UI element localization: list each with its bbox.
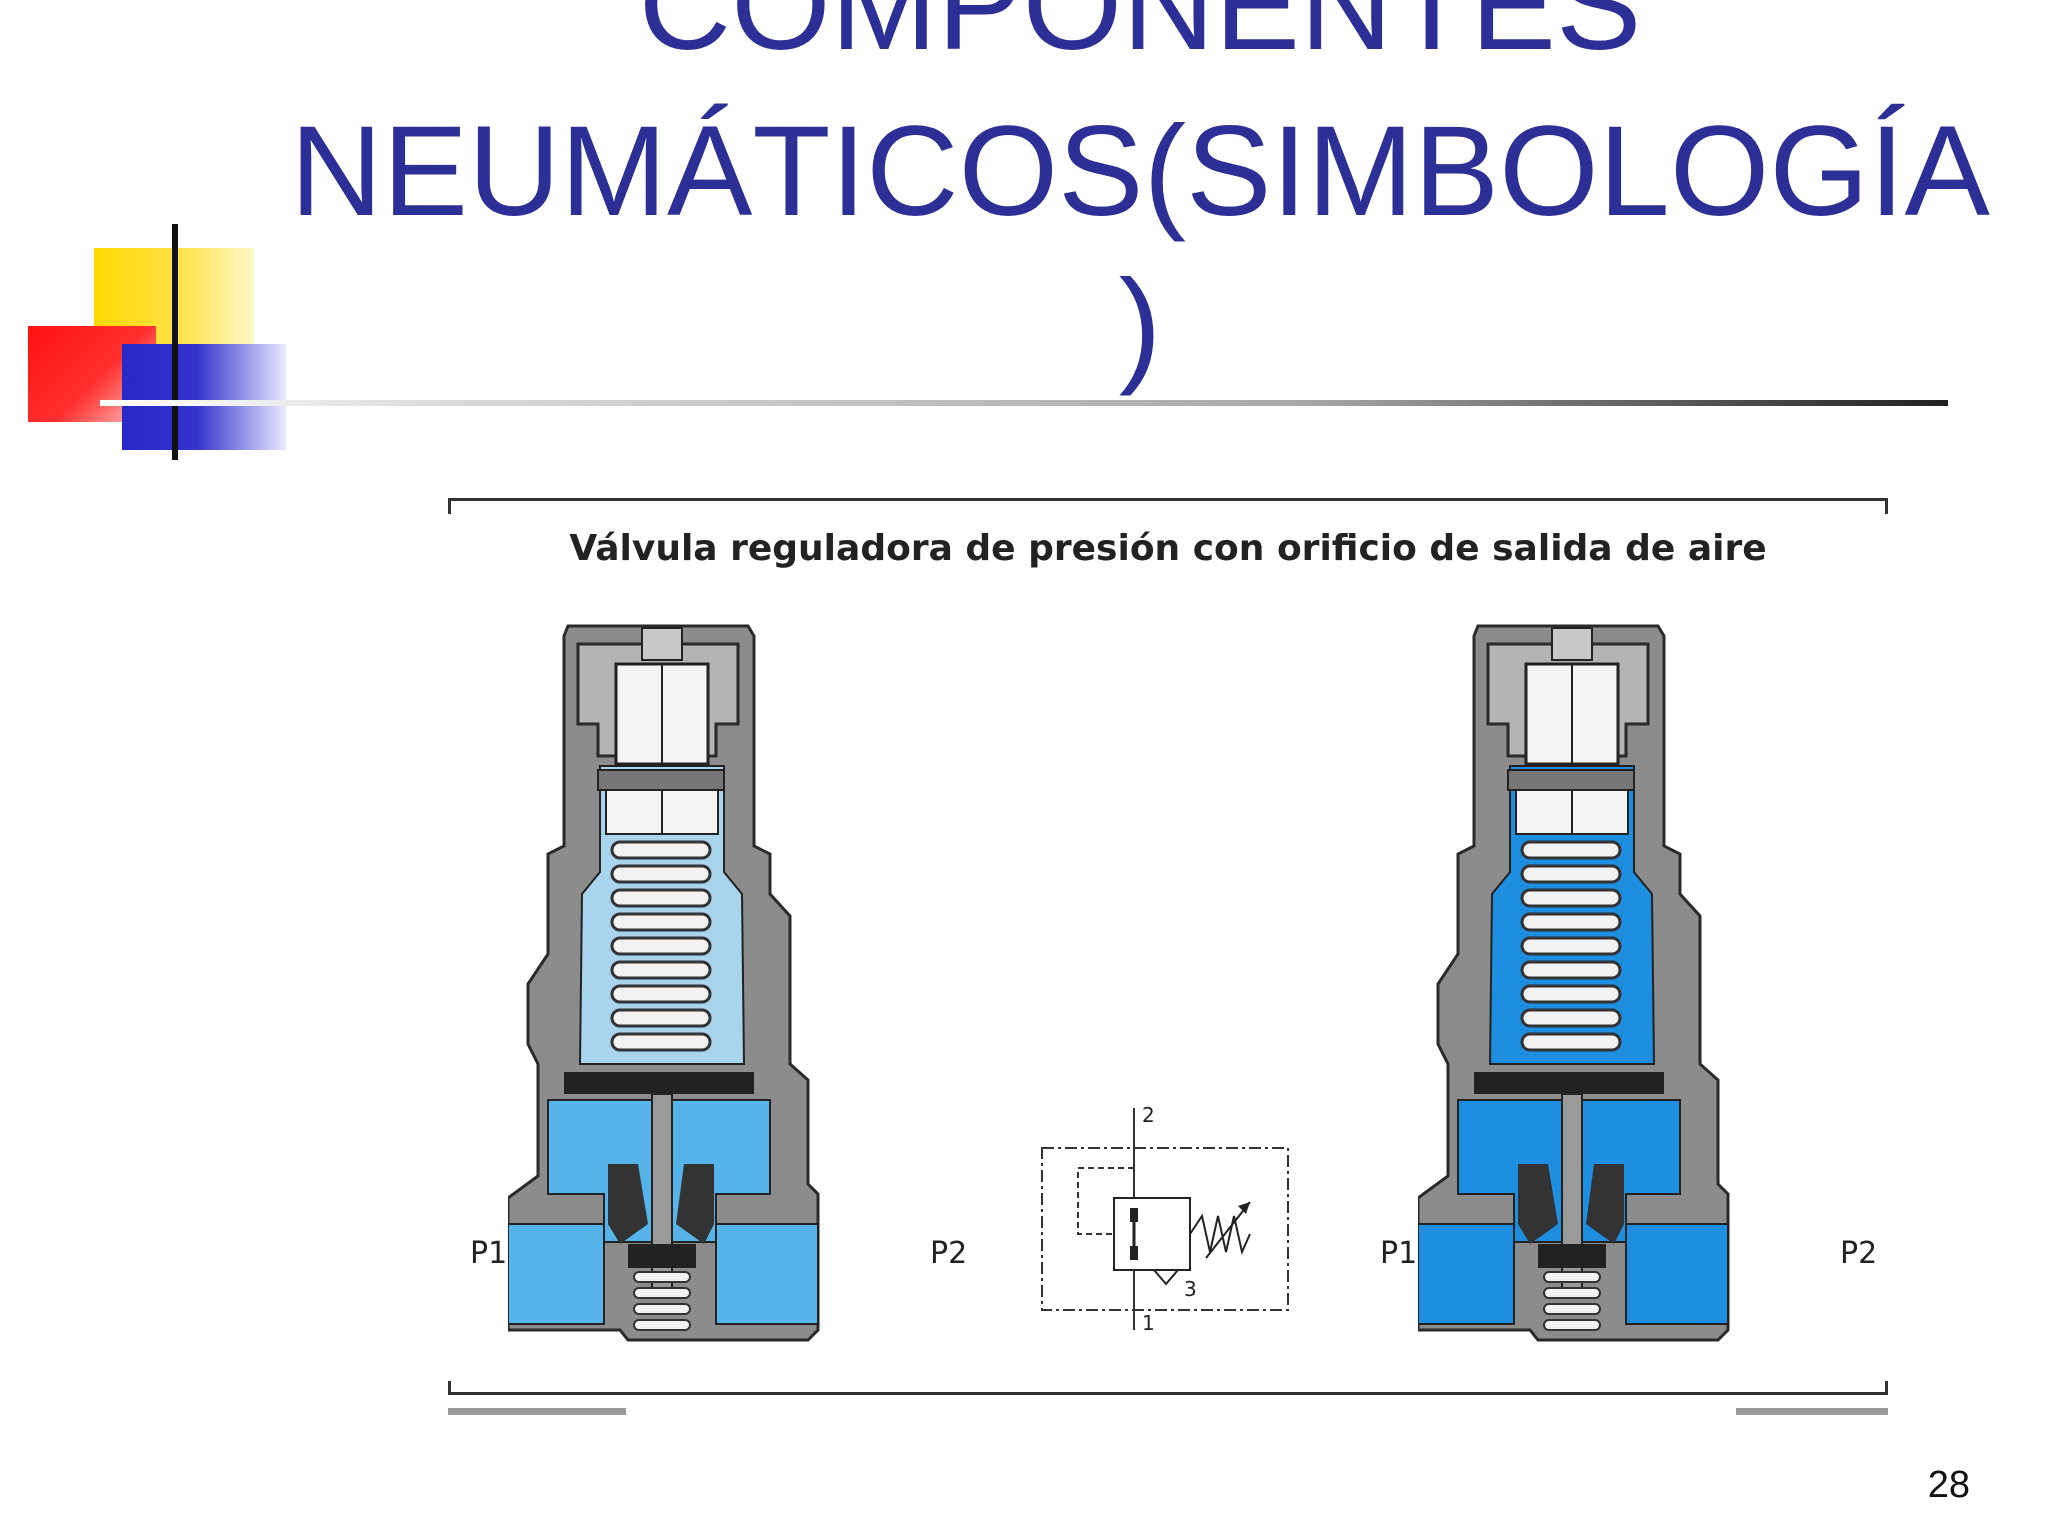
pressure-regulator-symbol: 2 1 3 (1041, 1103, 1289, 1335)
port-label-p2-right: P2 (1840, 1236, 1878, 1271)
pressure-valve-left (508, 624, 820, 1342)
return-spring (633, 1271, 691, 1331)
port-label-1: 1 (1142, 1311, 1155, 1335)
blue-square (122, 344, 286, 450)
figure-bottom-accent-left (448, 1408, 626, 1415)
inlet-port-air (508, 1223, 605, 1325)
figure-top-border (448, 498, 1888, 514)
figure-caption: Válvula reguladora de presión con orific… (569, 528, 1767, 569)
diaphragm (564, 1072, 754, 1094)
figure-bottom-border (448, 1381, 1888, 1395)
port-label-3: 3 (1184, 1277, 1197, 1301)
valve-figure: Válvula reguladora de presión con orific… (448, 498, 1888, 1418)
decorative-logo (20, 220, 300, 460)
exhaust-port (1153, 1269, 1179, 1286)
title-line-3: ) (1118, 254, 1162, 397)
pilot-line (1077, 1167, 1134, 1235)
adjusting-screw (641, 627, 683, 661)
valve-square (1113, 1197, 1191, 1271)
port-label-2: 2 (1142, 1103, 1155, 1127)
port-label-p1-left: P1 (470, 1236, 508, 1271)
pressure-valve-right (1418, 624, 1730, 1342)
title-line-1: COMPONENTES (638, 0, 1642, 77)
figure-bottom-accent-right (1736, 1408, 1888, 1415)
logo-vertical-line (172, 224, 178, 460)
title-line-2: NEUMÁTICOS(SIMBOLOGÍA (290, 100, 1990, 243)
outlet-port-air (715, 1223, 819, 1325)
page-number: 28 (1927, 1464, 1970, 1506)
port-label-p1-right: P1 (1380, 1236, 1418, 1271)
main-spring (610, 840, 712, 1052)
symbol-boundary (1041, 1147, 1289, 1311)
title-underline (100, 400, 1948, 406)
spring-zigzag (1189, 1213, 1251, 1256)
port-label-p2-left: P2 (930, 1236, 968, 1271)
